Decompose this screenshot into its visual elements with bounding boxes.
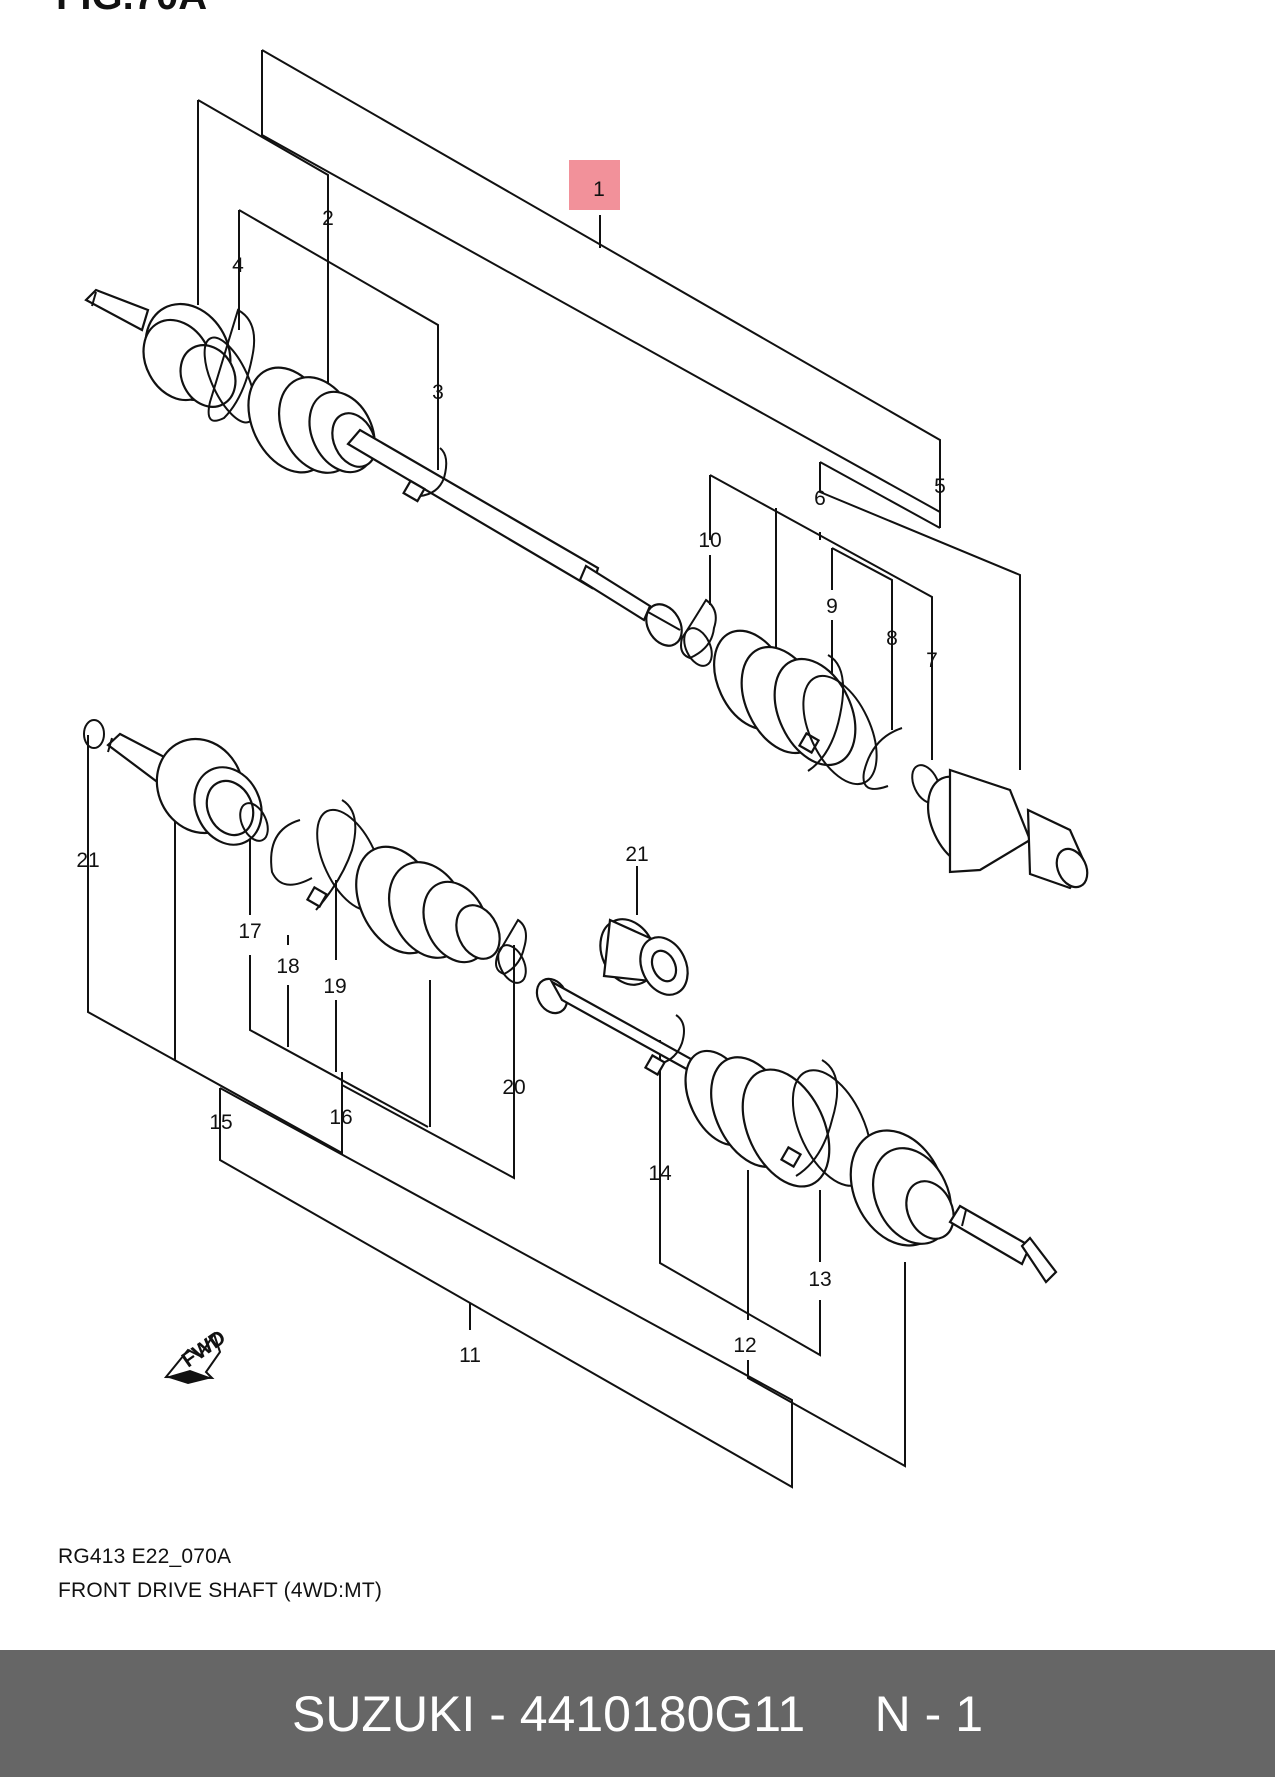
callout-6: 6 (814, 487, 826, 510)
callout-9: 9 (826, 595, 838, 618)
callout-8: 8 (886, 627, 898, 650)
callout-4: 4 (232, 254, 244, 277)
callout-13: 13 (808, 1268, 831, 1291)
callout-21-left: 21 (76, 849, 99, 872)
lower-drive-shaft (83, 719, 1058, 1284)
callout-5: 5 (934, 475, 946, 498)
callout-20: 20 (502, 1076, 525, 1099)
exploded-parts-diagram: FWD 1 2 3 4 5 6 7 8 9 10 11 12 13 14 15 … (76, 49, 1089, 1489)
diagram-code: RG413 E22_070A (58, 1545, 232, 1568)
callout-17: 17 (238, 920, 261, 943)
footer-bar: SUZUKI - 4410180G11 N - 1 (0, 1650, 1275, 1777)
callout-2: 2 (322, 207, 334, 230)
part-number-text: SUZUKI - 4410180G11 N - 1 (291, 1685, 984, 1742)
callout-labels: 1 2 3 4 5 6 7 8 9 10 11 12 13 14 15 16 1… (76, 178, 946, 1367)
callout-18: 18 (276, 955, 299, 978)
upper-drive-shaft (84, 288, 683, 647)
callout-10: 10 (698, 529, 721, 552)
upper-inner-joint-parts (680, 598, 1089, 890)
leader-lines (87, 49, 1021, 1489)
fwd-arrow-icon: FWD (163, 1326, 230, 1384)
callout-12: 12 (733, 1334, 756, 1357)
callout-3: 3 (432, 381, 444, 404)
callout-1: 1 (593, 178, 605, 201)
callout-7: 7 (926, 649, 938, 672)
figure-title: FIG.70A (56, 0, 207, 19)
callout-21-right: 21 (625, 843, 648, 866)
diagram-name: FRONT DRIVE SHAFT (4WD:MT) (58, 1579, 383, 1602)
callout-15: 15 (209, 1111, 232, 1134)
callout-11: 11 (459, 1344, 481, 1367)
callout-19: 19 (323, 975, 346, 998)
highlight-box (569, 160, 620, 210)
callout-16: 16 (329, 1106, 352, 1129)
callout-14: 14 (648, 1162, 672, 1185)
